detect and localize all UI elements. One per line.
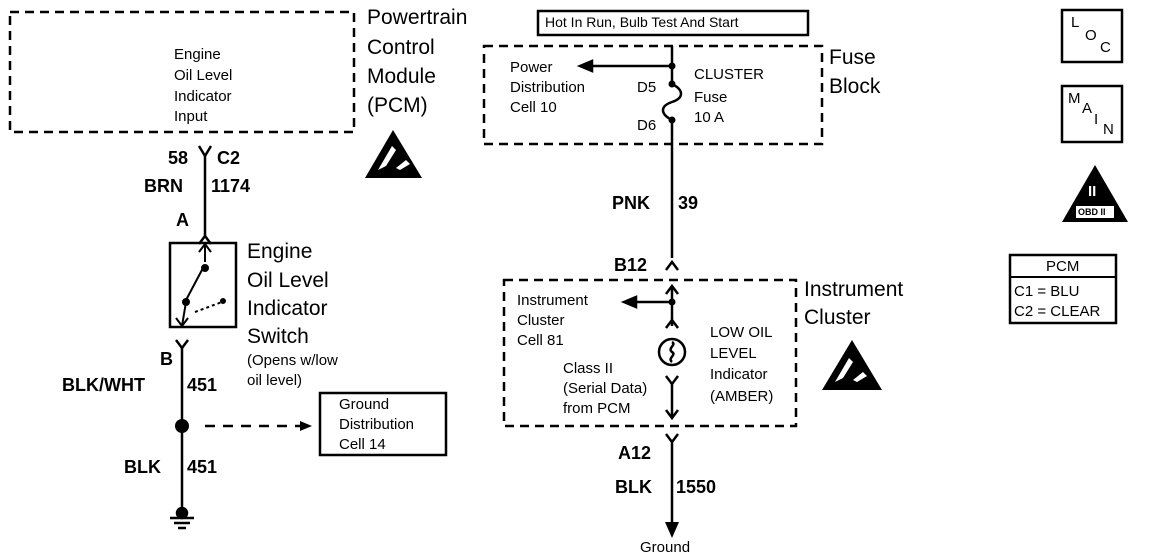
- power-dist-line-3: Cell 10: [510, 99, 557, 116]
- fuse-block-title-2: Block: [829, 75, 881, 98]
- pcm-pin: 58: [168, 148, 189, 168]
- fuse-line-2: Fuse: [694, 89, 728, 106]
- wire-color-brn: BRN: [144, 176, 183, 196]
- wire-color-blk-1550: BLK: [615, 477, 652, 497]
- ground-cell14-line-3: Cell 14: [339, 436, 386, 453]
- switch-title-line-4: Switch: [247, 325, 309, 348]
- loc-letter-1: L: [1071, 14, 1080, 31]
- class2-line-3: from PCM: [563, 400, 631, 417]
- cluster-cell-line-3: Cell 81: [517, 332, 564, 349]
- fuse-block-box: [482, 44, 824, 146]
- obd-ii-icon: [1062, 165, 1128, 222]
- main-letter-3: I: [1094, 111, 1099, 128]
- wire-circuit-451-lower: 451: [187, 457, 218, 477]
- main-letter-4: N: [1103, 121, 1114, 138]
- loc-letter-3: C: [1100, 39, 1111, 56]
- pcm-title-line-2: Control: [367, 36, 435, 59]
- cluster-pin-a12: A12: [618, 443, 652, 463]
- pcm-legend-title: PCM: [1046, 258, 1080, 275]
- lamp-line-4: (AMBER): [710, 388, 774, 405]
- main-icon: [1060, 84, 1124, 144]
- wire-circuit-1174: 1174: [211, 176, 251, 196]
- main-letter-2: A: [1082, 100, 1093, 117]
- switch-note-line-1: (Opens w/low: [247, 352, 338, 369]
- cluster-cell-line-1: Instrument: [517, 292, 588, 309]
- switch-box: [168, 241, 238, 329]
- esd-pcm-icon: [365, 130, 422, 178]
- ground-cell14-box: [318, 391, 448, 457]
- pcm-input-line-1: Engine: [174, 46, 221, 63]
- cluster-circuit: [620, 283, 687, 421]
- fuse-pin-d5: D5: [637, 79, 657, 96]
- switch-title-line-2: Oil Level: [247, 269, 329, 292]
- wire-blk-1550: [665, 433, 679, 524]
- wire-color-blk-wht: BLK/WHT: [62, 375, 145, 395]
- cluster-title-2: Cluster: [804, 306, 871, 329]
- wire-color-blk-lower: BLK: [124, 457, 161, 477]
- pcm-connector: C2: [217, 148, 241, 168]
- cluster-box: [502, 278, 798, 428]
- pcm-input-line-3: Indicator: [174, 88, 232, 105]
- wire-circuit-39: 39: [678, 193, 699, 213]
- cluster-cell-line-2: Cluster: [517, 312, 565, 329]
- pcm-title-line-3: Module: [367, 65, 436, 88]
- ground-label: Ground: [640, 539, 691, 556]
- pcm-input-line-2: Oil Level: [174, 67, 233, 84]
- fuse-line-1: CLUSTER: [694, 66, 765, 83]
- cluster-pin-b12: B12: [614, 255, 648, 275]
- splice-node: [175, 419, 189, 433]
- esd-cluster-icon: [822, 340, 882, 390]
- ground-cell14-line-1: Ground: [339, 396, 390, 413]
- pcm-legend-box: [1008, 253, 1118, 325]
- hot-label: Hot In Run, Bulb Test And Start: [545, 14, 739, 30]
- wire-brn-1174: [197, 145, 213, 245]
- power-dist-line-1: Power: [510, 59, 553, 76]
- switch-symbol: [175, 242, 226, 328]
- switch-note-line-2: oil level): [247, 372, 303, 389]
- pcm-input-line-4: Input: [174, 108, 208, 125]
- cluster-title-1: Instrument: [804, 278, 904, 301]
- pcm-legend-row-2: C2 = CLEAR: [1014, 303, 1101, 320]
- wire-circuit-1550: 1550: [676, 477, 717, 497]
- obd-numeral: II: [1088, 183, 1097, 200]
- obd-caption: OBD II: [1078, 207, 1106, 217]
- loc-icon: [1060, 8, 1124, 64]
- switch-terminal-b: B: [160, 349, 173, 369]
- switch-title-line-3: Indicator: [247, 297, 328, 320]
- lamp-line-2: LEVEL: [710, 345, 757, 362]
- class2-line-1: Class II: [563, 360, 614, 377]
- wire-circuit-451-upper: 451: [187, 375, 218, 395]
- wire-color-pnk: PNK: [612, 193, 651, 213]
- switch-title-line-1: Engine: [247, 240, 313, 263]
- loc-letter-2: O: [1085, 27, 1097, 44]
- pcm-title-line-4: (PCM): [367, 94, 428, 117]
- fuse-pin-d6: D6: [637, 117, 657, 134]
- power-dist-line-2: Distribution: [510, 79, 586, 96]
- pcm-legend-row-1: C1 = BLU: [1014, 283, 1080, 300]
- lamp-line-1: LOW OIL: [710, 324, 773, 341]
- ground-symbol: [170, 506, 194, 530]
- pcm-title-line-1: Powertrain: [367, 6, 468, 29]
- fuse-circuit: [576, 46, 683, 258]
- ground-cell14-line-2: Distribution: [339, 416, 415, 433]
- switch-terminal-a: A: [176, 210, 189, 230]
- main-letter-1: M: [1068, 90, 1081, 107]
- class2-line-2: (Serial Data): [563, 380, 648, 397]
- fuse-block-title-1: Fuse: [829, 46, 876, 69]
- pcm-box: [8, 10, 356, 134]
- lamp-line-3: Indicator: [710, 366, 768, 383]
- fuse-line-3: 10 A: [694, 109, 725, 126]
- hot-label-box: [536, 9, 810, 37]
